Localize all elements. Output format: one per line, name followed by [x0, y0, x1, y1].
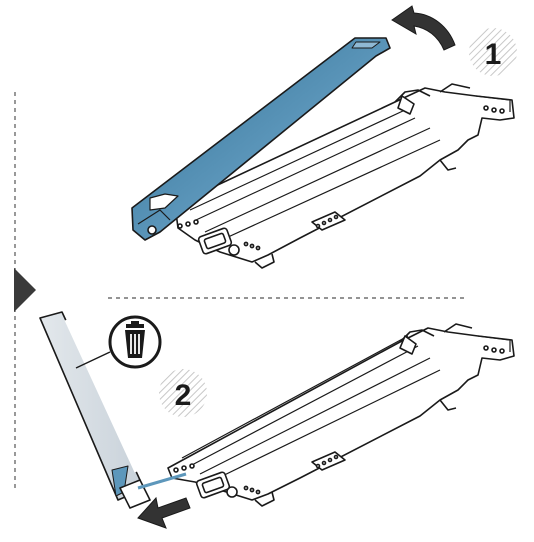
pull-out-arrow-icon	[137, 496, 191, 529]
step-2-number: 2	[175, 379, 192, 412]
step-1-badge: 1	[469, 28, 517, 76]
step-1-number: 1	[485, 38, 502, 71]
step-1-cartridge	[174, 83, 515, 269]
triangle-pointer-icon	[14, 268, 36, 312]
step-1-illustration: 1	[131, 5, 517, 269]
step-2-badge: 2	[159, 369, 207, 417]
trash-can-icon	[108, 315, 162, 369]
curved-rotate-arrow-icon	[391, 5, 456, 51]
step-2-seal-tape	[137, 472, 187, 490]
step-2-cartridge	[167, 323, 515, 507]
step-2-illustration: 2	[39, 311, 515, 529]
step-1-blue-cover	[131, 37, 391, 241]
trash-leader-line	[75, 351, 111, 369]
